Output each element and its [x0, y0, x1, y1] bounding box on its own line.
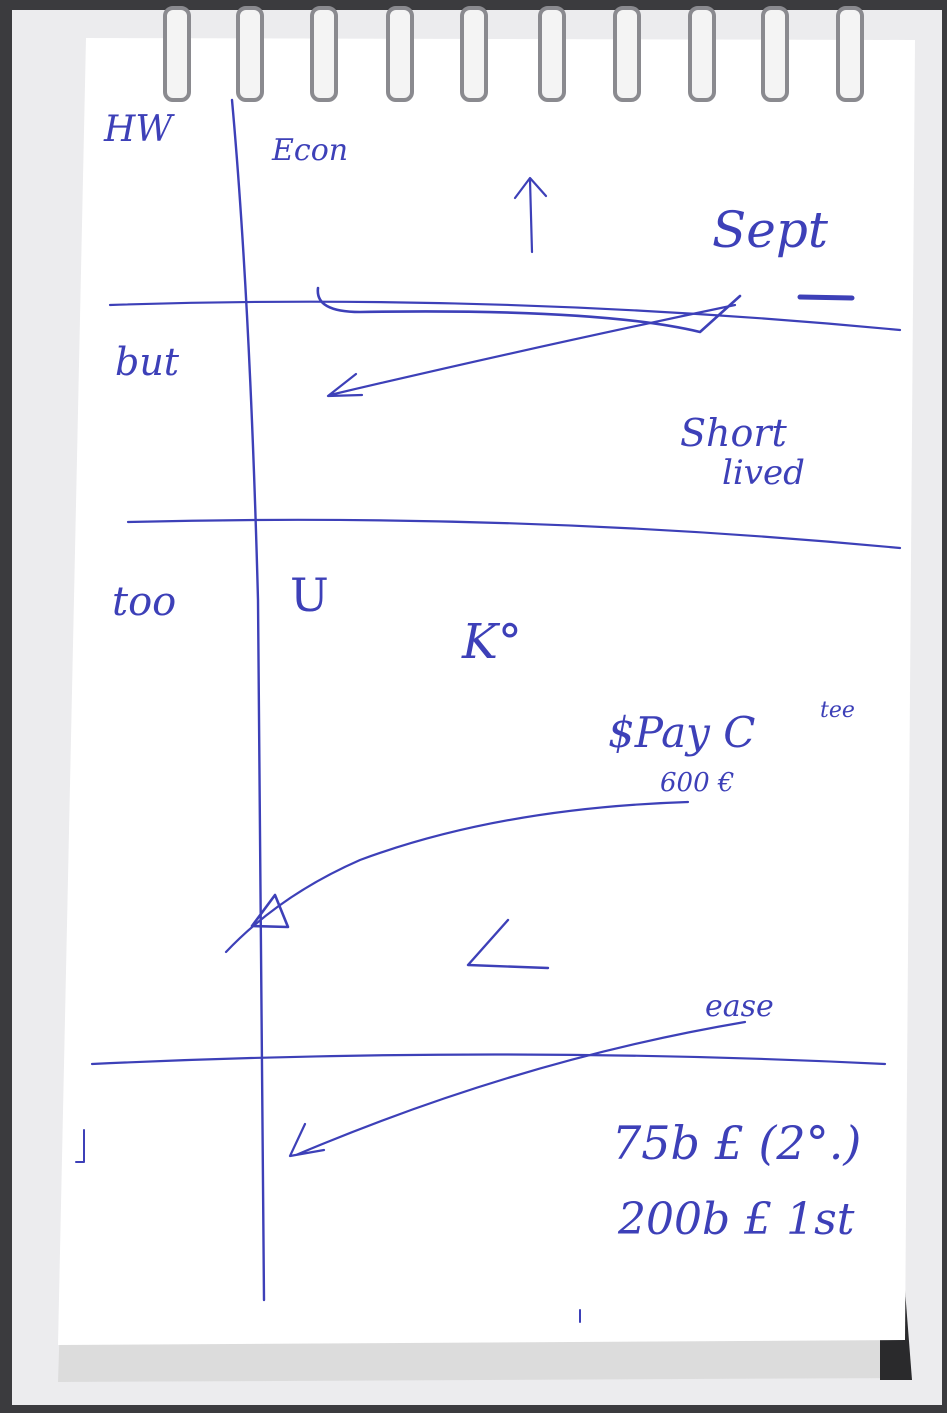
but-label: but	[115, 340, 180, 384]
spiral-ring	[310, 6, 338, 102]
lived-label: lived	[722, 453, 805, 493]
spiral-ring	[538, 6, 566, 102]
spiral-ring	[163, 6, 191, 102]
spiral-ring	[688, 6, 716, 102]
sept-label: Sept	[712, 201, 828, 259]
pay-label: $Pay C	[608, 708, 756, 757]
ease-label: ease	[705, 989, 774, 1024]
pay-superscript: tee	[820, 698, 855, 723]
ease-arrow	[288, 1020, 747, 1158]
left-arrow	[326, 303, 737, 398]
spiral-ring	[460, 6, 488, 102]
spiral-ring	[236, 6, 264, 102]
falling-curve	[224, 800, 690, 954]
u-mark: U	[290, 568, 329, 622]
money-line-2: 200b £ 1st	[618, 1194, 855, 1245]
econ-label: Econ	[272, 133, 349, 168]
short-label: Short	[680, 411, 787, 455]
k-degree-label: K°	[462, 614, 522, 670]
margin-line	[230, 98, 266, 1302]
spiral-ring	[761, 6, 789, 102]
spiral-ring	[836, 6, 864, 102]
divider-line	[108, 300, 902, 332]
divider-line	[126, 518, 902, 550]
trend-curve	[316, 286, 742, 334]
pay-amount-label: 600 €	[660, 768, 735, 798]
divider-line	[90, 1053, 887, 1066]
angle-mark	[466, 918, 550, 970]
money-line-1: 75b £ (2°.)	[612, 1116, 862, 1170]
hw-label: HW	[104, 109, 173, 150]
up-arrow	[513, 176, 548, 254]
dash-mark	[797, 294, 855, 301]
spiral-ring	[613, 6, 641, 102]
spiral-binding	[163, 6, 864, 102]
triangle-mark	[250, 893, 290, 929]
notepad-page	[58, 38, 915, 1345]
spiral-ring	[386, 6, 414, 102]
too-label: too	[112, 579, 177, 625]
margin-tick	[75, 1129, 85, 1163]
